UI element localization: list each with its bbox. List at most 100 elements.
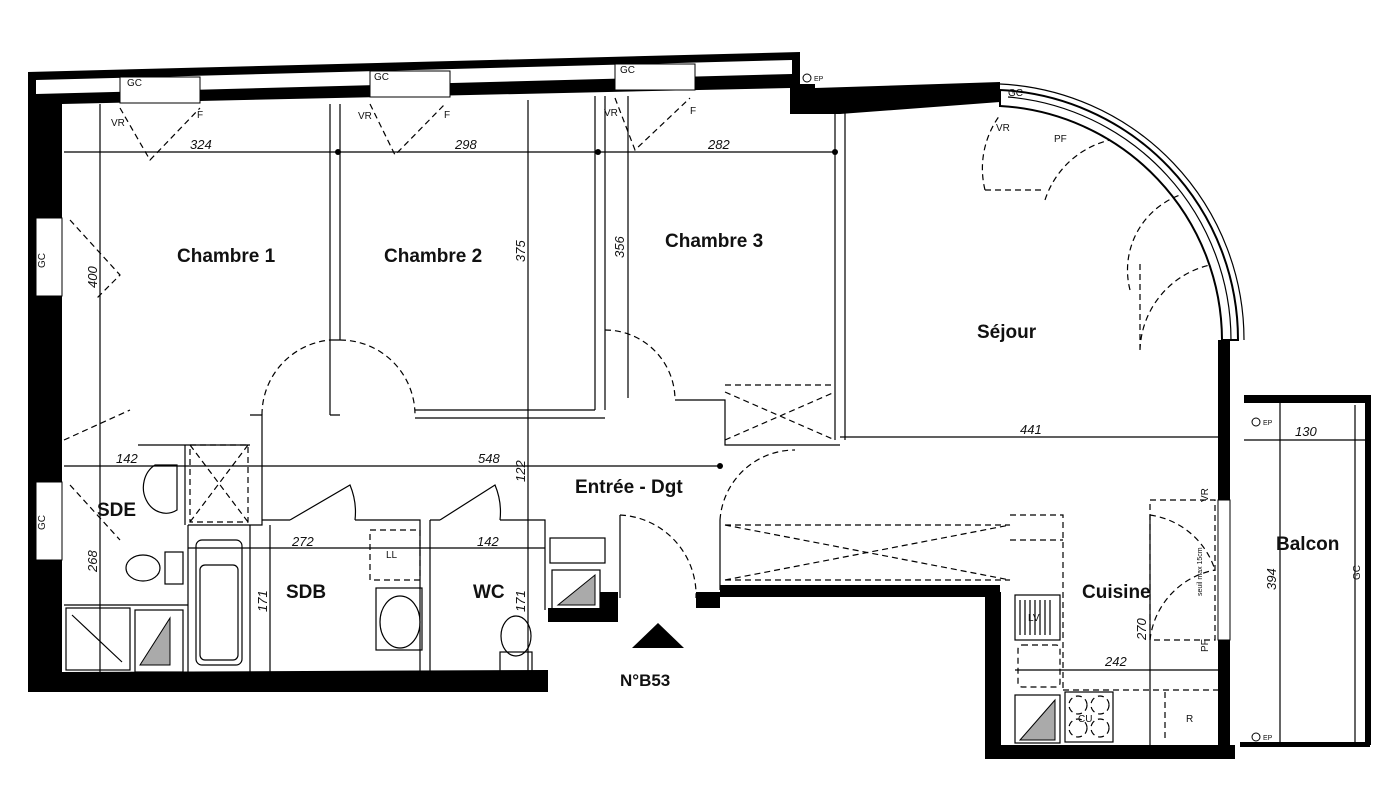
lot-number: N°B53 [620,671,670,690]
room-label-sejour: Séjour [977,322,1037,343]
dim-sdb-width: 272 [291,534,314,549]
room-label-balcon: Balcon [1276,534,1339,555]
curved-wall-outer [999,83,1245,341]
label-gc: GC [620,65,635,76]
kitchen-sink [1017,644,1061,688]
cooktop [1064,691,1114,743]
label-f: F [690,106,696,117]
ep-marker [1251,417,1261,427]
toilet-wc [500,615,532,657]
dim-ch1-depth: 400 [85,266,100,288]
dimension-labels: 324 298 282 400 375 356 441 548 122 142 … [85,137,1317,669]
door-windows-west [63,219,131,541]
window-ch1 [119,76,201,104]
label-lv: LV [1028,613,1040,624]
interior-walls [64,96,1220,691]
fixtures [65,464,1166,744]
dim-sejour-width: 441 [1020,422,1042,437]
balcony-rail-south [1240,742,1370,747]
wall-door-jamb [696,592,720,608]
wall-east-upper [1218,340,1230,500]
label-gc: GC [127,78,142,89]
label-vr: VR [111,118,125,129]
dim-entree-depth: 122 [513,460,528,482]
dim-balcon-width: 130 [1295,424,1317,439]
exterior-walls [28,52,1371,759]
toilet-sde [125,554,161,582]
label-r: R [1186,714,1193,725]
door-ch3 [604,329,676,401]
dim-cuisine-width: 242 [1104,654,1127,669]
label-ep: EP [814,76,824,83]
wall-gaine [548,608,618,622]
wall-kitchen-south [985,745,1235,759]
cabinet-kitchen [1014,694,1061,744]
dim-sde-width: 142 [116,451,138,466]
label-cu: CU [1078,714,1092,725]
shower-sde [65,607,131,671]
dim-ch3-width: 282 [707,137,730,152]
window-ch1-west [35,217,63,297]
ep-marker [1251,732,1261,742]
room-label-chambre-2: Chambre 2 [384,246,482,267]
room-label-sde: SDE [97,500,136,521]
electrical-panel [549,537,606,564]
room-label-chambre-3: Chambre 3 [665,231,763,252]
room-label-cuisine: Cuisine [1082,582,1151,603]
dim-balcon-depth: 394 [1264,568,1279,590]
window-cuisine [1217,499,1231,641]
bathtub [195,539,243,666]
room-label-entree: Entrée - Dgt [575,477,683,498]
dim-ch3-depth: 356 [612,236,627,258]
room-label-sdb: SDB [286,582,326,603]
window-ch3 [614,63,696,91]
dim-entree-width: 548 [478,451,500,466]
room-labels: Chambre 1 Chambre 2 Chambre 3 Séjour Ent… [97,231,1339,603]
doors [63,97,1216,641]
sink-sde [142,464,178,514]
balcony-rail-top [1244,395,1370,403]
door-sejour [719,449,796,521]
door-cuisine-balcon [1149,514,1216,641]
label-seuil: seuil max 15cm [1197,547,1204,596]
door-sejour-windows [981,114,1211,351]
dim-wc-width: 142 [477,534,499,549]
label-vr: VR [996,123,1010,134]
curved-wall-mid [1007,96,1232,341]
wall-east-lower [1218,640,1230,752]
windows [35,63,1231,641]
room-label-chambre-1: Chambre 1 [177,246,276,267]
window-sde [35,481,63,561]
label-vr: VR [604,108,618,119]
dim-sde-depth: 268 [85,550,100,573]
curved-wall [999,88,1240,341]
window-ch2 [369,70,451,98]
label-pf: PF [1054,134,1067,145]
cabinet-sde [134,609,184,673]
entrance-arrow-icon [632,623,684,648]
dim-wc-depth: 171 [513,590,528,612]
label-ll: LL [386,550,398,561]
annotations: GC GC GC GC GC GC GC VR VR VR VR VR F F … [37,65,1363,742]
dim-ch2-width: 298 [454,137,477,152]
label-gc: GC [1008,88,1023,99]
door-ch1 [261,339,331,416]
dimension-lines [64,96,1365,745]
label-ep: EP [1263,420,1273,427]
label-ep: EP [1263,735,1273,742]
label-f: F [197,110,203,121]
sink-sdb [379,595,421,649]
label-gc: GC [37,253,48,268]
label-vr: VR [1200,488,1211,502]
door-sdb [289,484,357,521]
door-entree [619,514,697,599]
door-ch2 [339,339,416,416]
ep-marker [802,73,812,83]
room-label-wc: WC [473,582,505,603]
wall-stub [600,592,618,608]
dim-sdb-depth: 171 [255,590,270,612]
label-gc: GC [1352,565,1363,580]
label-vr: VR [358,111,372,122]
label-pf: PF [1200,639,1211,652]
